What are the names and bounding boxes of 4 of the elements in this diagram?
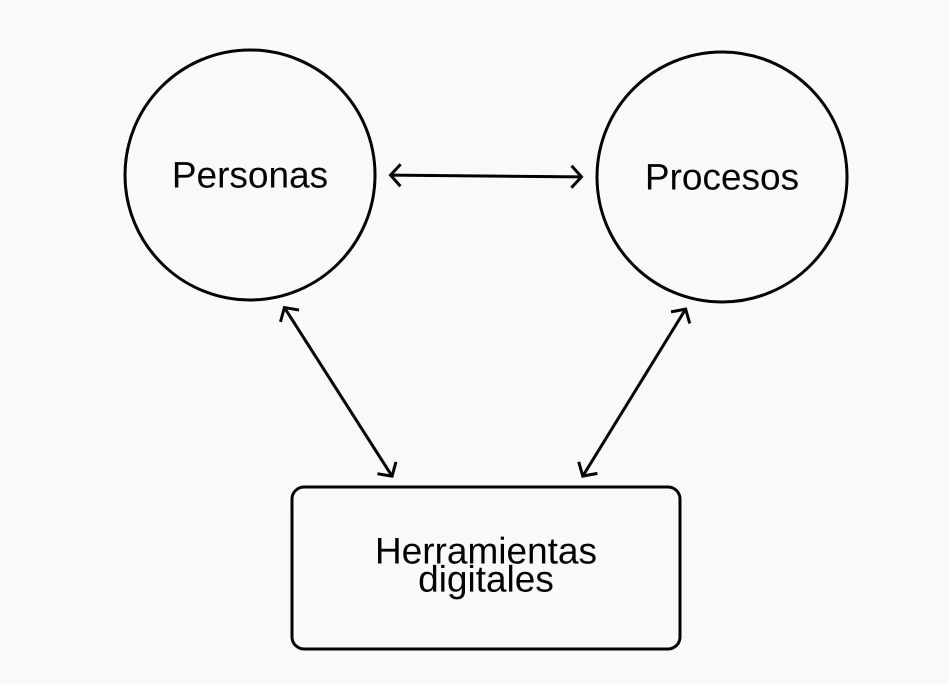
double-arrow <box>577 307 692 478</box>
rounded-box: Herramientas digitales <box>290 485 682 650</box>
double-arrow <box>388 163 584 189</box>
double-arrow <box>279 306 398 478</box>
